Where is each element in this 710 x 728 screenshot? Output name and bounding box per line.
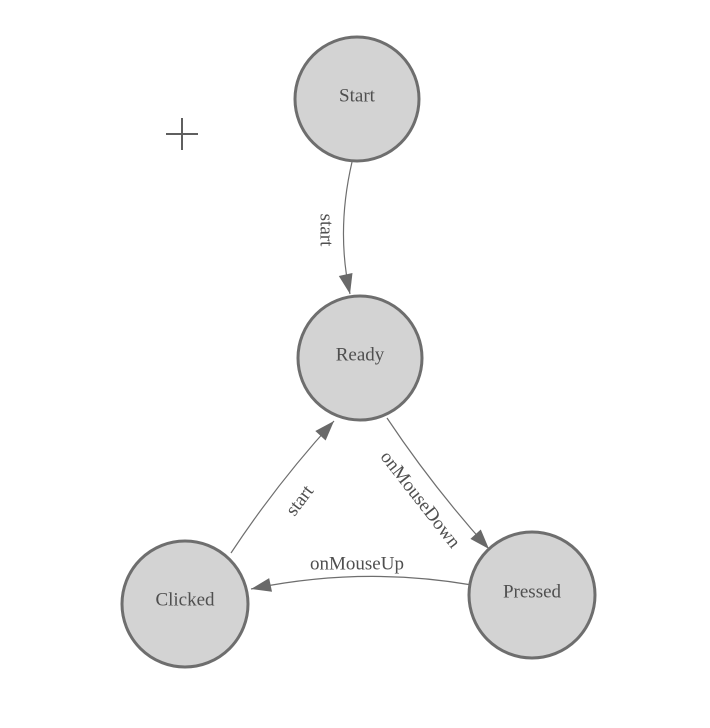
edge-label-ready-to-pressed: onMouseDown [376,447,465,553]
node-clicked-label: Clicked [155,590,215,611]
edge-clicked-to-ready[interactable] [230,420,335,554]
node-clicked[interactable]: Clicked [120,539,250,669]
node-ready-circle[interactable] [296,294,424,422]
node-start-circle[interactable] [293,35,421,163]
edge-pressed-to-clicked[interactable] [250,575,473,592]
edges-layer [230,161,490,592]
node-clicked-circle[interactable] [120,539,250,669]
node-pressed[interactable]: Pressed [467,530,597,660]
node-pressed-circle[interactable] [467,530,597,660]
node-ready[interactable]: Ready [296,294,424,422]
node-start[interactable]: Start [293,35,421,163]
node-ready-label: Ready [336,345,385,366]
crosshair-plus-icon [166,118,198,150]
edge-label-pressed-to-clicked: onMouseUp [310,554,404,575]
edge-label-start-to-ready: start [315,214,336,247]
edge-label-clicked-to-ready: start [282,481,319,520]
edge-ready-to-pressed[interactable] [386,417,490,550]
node-start-label: Start [339,86,376,107]
edge-start-to-ready[interactable] [338,161,353,295]
node-pressed-label: Pressed [503,582,562,603]
